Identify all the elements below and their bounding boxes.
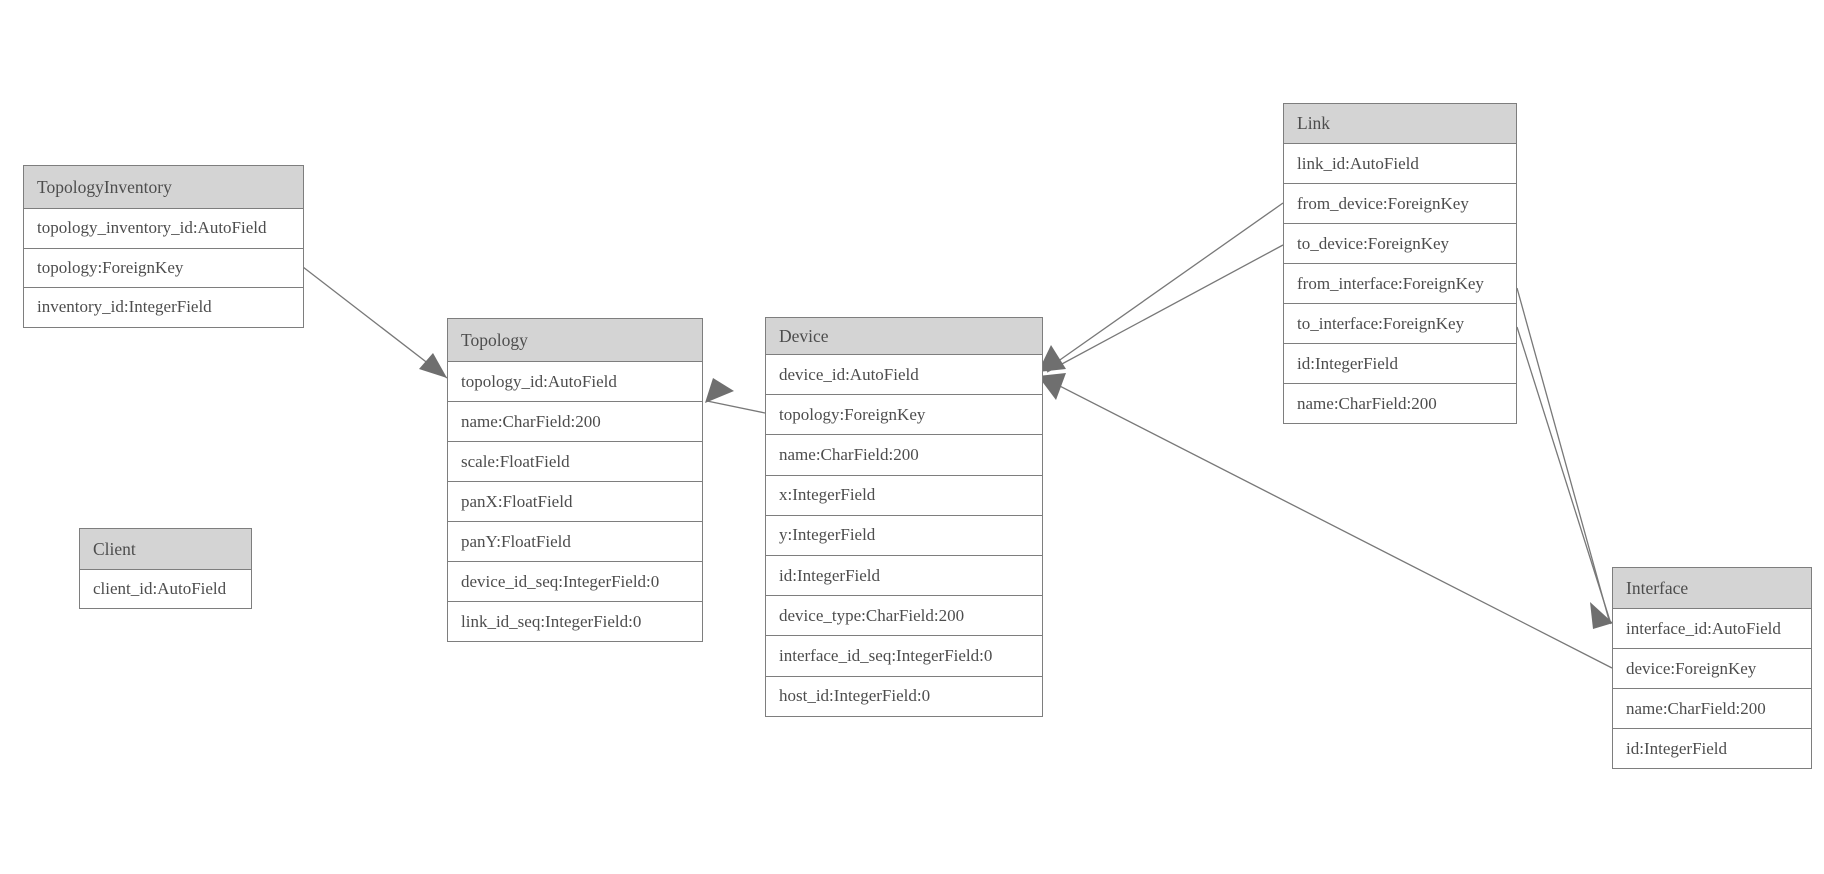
entity-field-label: id:IntegerField xyxy=(1297,353,1399,373)
entity-field-label: topology_inventory_id:AutoField xyxy=(37,218,267,238)
connector-link-to-device-device xyxy=(1046,244,1284,373)
connector-link-to-interface-interface xyxy=(1516,326,1612,625)
connector-device-topology xyxy=(706,400,766,414)
entity-field-row: interface_id_seq:IntegerField:0 xyxy=(766,635,1042,676)
entity-field-label: interface_id_seq:IntegerField:0 xyxy=(779,645,993,665)
entity-field-label: device_id:AutoField xyxy=(779,364,919,384)
entity-field-label: device:ForeignKey xyxy=(1626,658,1757,678)
entity-field-label: name:CharField:200 xyxy=(461,411,601,431)
entity-interface: Interface interface_id:AutoField device:Fo… xyxy=(1612,567,1812,769)
entity-title: Interface xyxy=(1626,577,1689,598)
entity-field-label: from_interface:ForeignKey xyxy=(1297,273,1484,293)
entity-field-label: name:CharField:200 xyxy=(1626,698,1766,718)
entity-field-row: topology_inventory_id:AutoField xyxy=(24,208,303,248)
connector-topologyinventory-topology xyxy=(302,266,448,379)
entity-field-row: link_id:AutoField xyxy=(1284,143,1516,183)
connector-link-from-interface-interface xyxy=(1516,287,1610,621)
entity-field-row: device_id_seq:IntegerField:0 xyxy=(448,561,702,601)
entity-field-row: link_id_seq:IntegerField:0 xyxy=(448,601,702,641)
entity-field-row: topology:ForeignKey xyxy=(766,394,1042,435)
entity-field-row: y:IntegerField xyxy=(766,514,1042,555)
entity-topology: Topology topology_id:AutoField name:CharFi… xyxy=(447,318,703,642)
entity-title: Topology xyxy=(461,329,528,350)
entity-header-topology: Topology xyxy=(448,319,702,361)
entity-title: TopologyInventory xyxy=(37,176,172,197)
entity-field-row: name:CharField:200 xyxy=(1284,383,1516,423)
entity-field-label: y:IntegerField xyxy=(779,525,876,545)
entity-field-label: topology_id:AutoField xyxy=(461,371,617,391)
entity-link: Link link_id:AutoField from_device:Foreign… xyxy=(1283,103,1517,424)
connector-link-from-device-device xyxy=(1046,202,1284,370)
entity-field-label: client_id:AutoField xyxy=(93,579,227,598)
entity-field-label: name:CharField:200 xyxy=(1297,393,1437,413)
entity-field-label: inventory_id:IntegerField xyxy=(37,297,212,317)
entity-field-row: x:IntegerField xyxy=(766,474,1042,515)
entity-title: Client xyxy=(93,538,136,559)
entity-field-row: host_id:IntegerField:0 xyxy=(766,675,1042,716)
entity-field-label: device_id_seq:IntegerField:0 xyxy=(461,571,660,591)
arrowhead-link-to-interface-interface xyxy=(1590,602,1613,629)
entity-field-label: link_id_seq:IntegerField:0 xyxy=(461,611,642,631)
entity-field-label: to_device:ForeignKey xyxy=(1297,233,1450,253)
entity-field-label: device_type:CharField:200 xyxy=(779,605,965,625)
entity-field-row: from_interface:ForeignKey xyxy=(1284,263,1516,303)
entity-field-label: from_device:ForeignKey xyxy=(1297,193,1469,213)
entity-topologyinventory: TopologyInventory topology_inventory_id:A… xyxy=(23,165,304,328)
entity-field-row: device:ForeignKey xyxy=(1613,648,1811,688)
entity-field-row: panX:FloatField xyxy=(448,481,702,521)
arrowhead-device-topology xyxy=(705,378,734,403)
entity-field-label: name:CharField:200 xyxy=(779,444,919,464)
entity-field-row: name:CharField:200 xyxy=(766,434,1042,475)
entity-title: Device xyxy=(779,325,829,346)
entity-field-label: id:IntegerField xyxy=(779,565,881,585)
entity-field-row: from_device:ForeignKey xyxy=(1284,183,1516,223)
entity-field-label: interface_id:AutoField xyxy=(1626,618,1781,638)
entity-field-row: client_id:AutoField xyxy=(80,569,251,608)
entity-header-link: Link xyxy=(1284,104,1516,143)
entity-field-row: device_id:AutoField xyxy=(766,354,1042,395)
entity-field-label: link_id:AutoField xyxy=(1297,153,1419,173)
entity-field-label: x:IntegerField xyxy=(779,485,876,505)
entity-field-label: id:IntegerField xyxy=(1626,738,1728,758)
entity-field-row: interface_id:AutoField xyxy=(1613,608,1811,648)
entity-field-label: panX:FloatField xyxy=(461,491,573,511)
entity-device: Device device_id:AutoField topology:Foreig… xyxy=(765,317,1043,717)
entity-title: Link xyxy=(1297,113,1331,133)
entity-header-interface: Interface xyxy=(1613,568,1811,608)
entity-field-label: host_id:IntegerField:0 xyxy=(779,686,931,706)
entity-field-row: id:IntegerField xyxy=(1613,728,1811,768)
entity-field-row: topology_id:AutoField xyxy=(448,361,702,401)
entity-field-row: device_type:CharField:200 xyxy=(766,595,1042,636)
entity-field-row: to_interface:ForeignKey xyxy=(1284,303,1516,343)
entity-field-label: topology:ForeignKey xyxy=(37,257,184,277)
entity-header-device: Device xyxy=(766,318,1042,354)
entity-field-row: scale:FloatField xyxy=(448,441,702,481)
entity-field-row: to_device:ForeignKey xyxy=(1284,223,1516,263)
arrowhead-topologyinventory-topology xyxy=(419,353,447,378)
entity-field-row: topology:ForeignKey xyxy=(24,247,303,287)
entity-field-row: name:CharField:200 xyxy=(448,401,702,441)
entity-header-client: Client xyxy=(80,529,251,569)
entity-header-topologyinventory: TopologyInventory xyxy=(24,166,303,208)
entity-field-label: scale:FloatField xyxy=(461,451,570,471)
entity-field-label: to_interface:ForeignKey xyxy=(1297,313,1465,333)
entity-client: Client client_id:AutoField xyxy=(79,528,252,609)
entity-field-row: panY:FloatField xyxy=(448,521,702,561)
entity-field-row: id:IntegerField xyxy=(1284,343,1516,383)
entity-field-label: panY:FloatField xyxy=(461,531,571,551)
entity-field-row: inventory_id:IntegerField xyxy=(24,287,303,327)
entity-field-label: topology:ForeignKey xyxy=(779,404,926,424)
entity-field-row: id:IntegerField xyxy=(766,554,1042,596)
entity-field-row: name:CharField:200 xyxy=(1613,688,1811,728)
